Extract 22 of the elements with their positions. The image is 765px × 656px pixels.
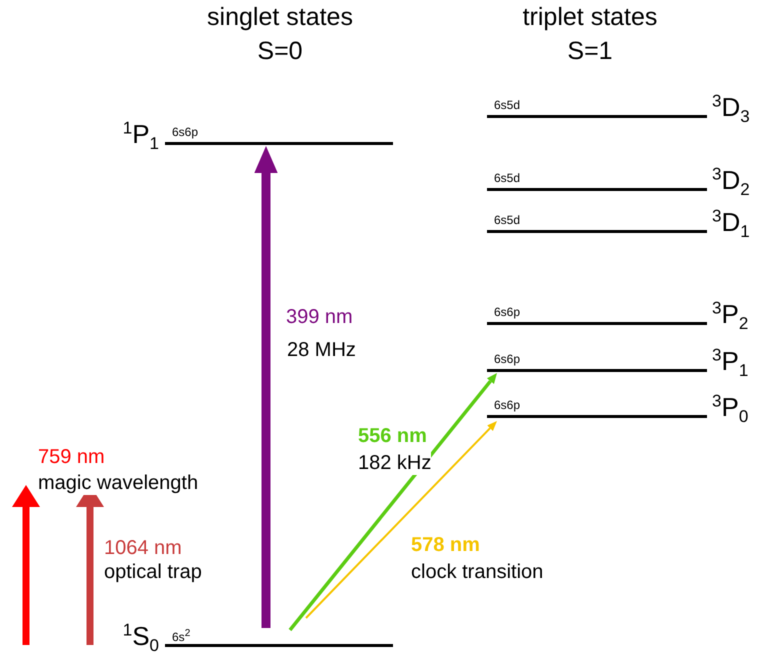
electron-configuration: 6s$^{2}$ bbox=[172, 627, 190, 644]
electron-configuration: 6s6p bbox=[494, 305, 520, 319]
term-symbol: $^{3}$P$_{1}$ bbox=[712, 346, 748, 376]
transition-arrow bbox=[288, 373, 497, 632]
term-symbol: $^{3}$P$_{2}$ bbox=[712, 299, 748, 329]
electron-configuration: 6s6p bbox=[172, 125, 198, 139]
electron-configuration: 6s6p bbox=[494, 398, 520, 412]
transition-label: 182 kHz bbox=[358, 451, 432, 475]
transition-arrow bbox=[254, 146, 278, 628]
term-symbol: $^{1}$P$_{1}$ bbox=[122, 119, 159, 149]
electron-configuration: 6s5d bbox=[494, 98, 520, 112]
term-symbol: $^{1}$S$_{0}$ bbox=[122, 621, 159, 651]
term-symbol: $^{3}$D$_{2}$ bbox=[712, 165, 750, 195]
electron-configuration: 6s5d bbox=[494, 213, 520, 227]
column-heading: singlet states S=0 bbox=[206, 2, 354, 67]
term-symbol: $^{3}$P$_{0}$ bbox=[712, 392, 748, 422]
term-symbol: $^{3}$D$_{1}$ bbox=[712, 207, 750, 237]
electron-configuration: 6s6p bbox=[494, 352, 520, 366]
transition-arrow bbox=[305, 421, 497, 619]
term-symbol: $^{3}$D$_{3}$ bbox=[712, 92, 750, 122]
column-heading: triplet states S=1 bbox=[522, 2, 658, 67]
electron-configuration: 6s5d bbox=[494, 171, 520, 185]
